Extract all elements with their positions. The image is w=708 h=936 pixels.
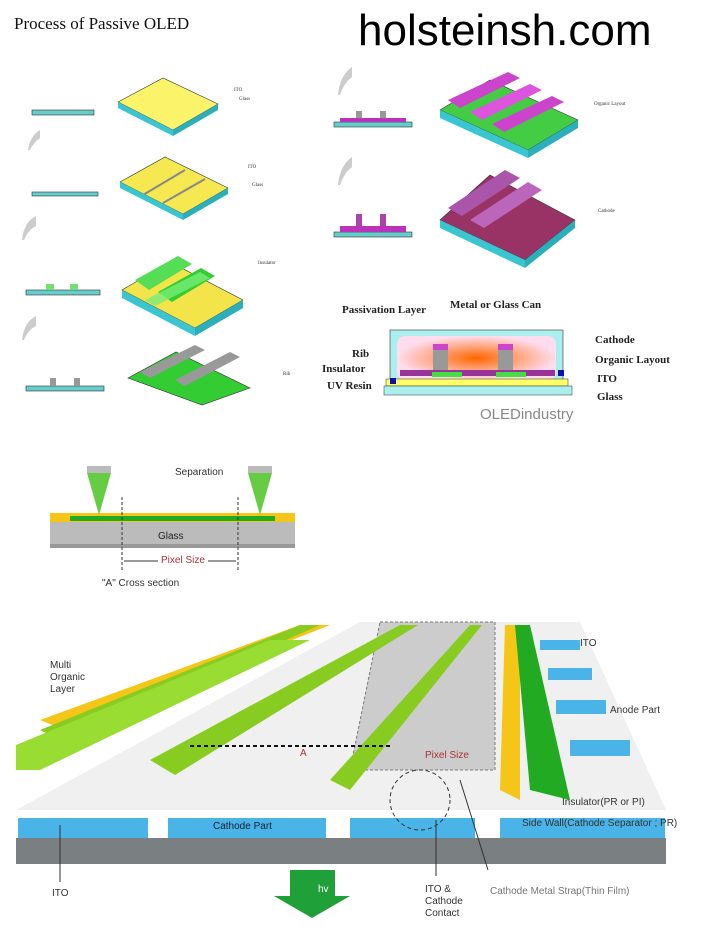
label-a: A [300,748,307,759]
label-uv-resin: UV Resin [327,380,372,392]
label-line: Multi [50,660,72,671]
label-line: Organic [50,672,86,683]
label-ito-bottom: ITO [52,888,69,899]
step-6-cathode [333,170,576,268]
step-5-organic [333,72,579,158]
step-2-ito-patterning [31,156,229,220]
label-organic: Organic Layout [595,354,670,366]
label-organic: Organic Layout [594,102,626,107]
label-hv: hv [318,884,329,895]
label-separation: Separation [175,467,224,478]
step-4-rib [25,345,251,406]
watermark-oled: OLEDindustry [480,406,574,423]
watermark: holsteinsh.com [358,6,652,55]
label-pixel-size: Pixel Size [158,555,208,566]
perspective-diagram [16,621,666,918]
label-pixel-size: Pixel Size [425,750,469,761]
label-glass: Glass [158,531,184,542]
label-ito: ITO [234,88,243,93]
label-insulator: Insulator(PR or PI) [562,797,645,808]
label-cathode: Cathode [595,334,635,346]
process-arrows [22,67,352,340]
encapsulation-diagram [383,329,573,396]
label-line: Layer [50,684,76,695]
label-cathode: Cathode [598,209,615,214]
label-line: Cathode [425,896,463,907]
label-line: Contact [425,908,460,919]
label-cathode-strap: Cathode Metal Strap(Thin Film) [490,886,630,897]
page-title: Process of Passive OLED [14,14,190,33]
label-rib: Rib [283,372,291,377]
label-cathode-contact: ITO & Cathode Contact [425,884,463,920]
label-anode-part: Anode Part [610,705,661,716]
label-glass: Glass [597,391,623,403]
label-ito: ITO [248,165,257,170]
label-glass: Glass [239,97,251,102]
cross-section-diagram [50,466,295,570]
label-line: ITO & [425,884,451,895]
label-ito: ITO [597,373,617,385]
label-cathode-part: Cathode Part [213,821,272,832]
label-multi-organic-layer: Multi Organic Layer [50,660,85,696]
label-ito-top: ITO [580,638,597,649]
label-can: Metal or Glass Can [450,299,542,311]
caption-cross-section: "A" Cross section [102,578,180,589]
label-insulator: Insulator [322,363,366,375]
label-side-wall: Side Wall(Cathode Separator ; PR) [522,818,678,829]
label-passivation: Passivation Layer [342,304,427,316]
step-1-substrate [31,77,219,136]
label-glass: Glass [252,183,264,188]
label-rib: Rib [352,348,370,360]
label-insulator: Insulator [258,261,276,266]
step-3-insulator [25,256,244,336]
